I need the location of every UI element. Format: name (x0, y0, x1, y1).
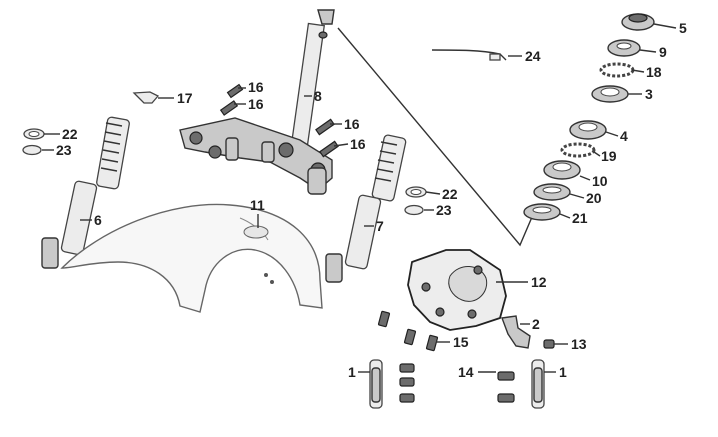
cable-part-24 (431, 49, 507, 61)
callout-20: 20 (586, 190, 602, 206)
callout-7: 7 (376, 218, 384, 234)
assembly-guide-line (337, 27, 536, 247)
callout-19: 19 (601, 148, 617, 164)
race-part-20 (533, 183, 571, 201)
front-fender-part (60, 203, 323, 313)
leader-lines (42, 23, 677, 373)
seal-22-right (405, 186, 427, 198)
callout-22-right: 22 (442, 186, 458, 202)
callout-9: 9 (659, 44, 667, 60)
bolt-16-a (226, 83, 244, 99)
callout-21: 21 (572, 210, 588, 226)
callout-24: 24 (525, 48, 541, 64)
callout-15: 15 (453, 334, 469, 350)
callout-23-right: 23 (436, 202, 452, 218)
callout-23-left: 23 (56, 142, 72, 158)
bracket-part-2 (501, 315, 531, 349)
bolt-16-c (315, 118, 335, 136)
seal-part-21 (523, 203, 561, 221)
nut-part-5 (621, 13, 655, 31)
seal-22-left (23, 128, 45, 140)
bolt-15-b (403, 328, 417, 346)
right-fork-leg-part (325, 134, 407, 283)
callout-1-right: 1 (559, 364, 567, 380)
callout-4: 4 (620, 128, 628, 144)
callout-16-d: 16 (350, 136, 366, 152)
callout-11: 11 (250, 197, 265, 213)
seal-23-left (22, 144, 42, 156)
race-part-10 (543, 160, 581, 180)
clip-part-17 (132, 91, 160, 104)
callout-12: 12 (531, 274, 547, 290)
callout-10: 10 (592, 173, 608, 189)
callout-13: 13 (571, 336, 587, 352)
bolt-16-d (319, 140, 339, 158)
callout-2: 2 (532, 316, 540, 332)
callout-6: 6 (94, 212, 102, 228)
ball-bearing-part-18 (599, 62, 635, 78)
callout-3: 3 (645, 86, 653, 102)
callout-16-a: 16 (248, 79, 264, 95)
bolt-15-a (377, 310, 391, 328)
callout-22-left: 22 (62, 126, 78, 142)
callout-8: 8 (314, 88, 322, 104)
steering-stem-part (179, 9, 335, 195)
tube-part-1-right (531, 359, 545, 409)
callout-5: 5 (679, 20, 687, 36)
callout-16-c: 16 (344, 116, 360, 132)
callout-17: 17 (177, 90, 193, 106)
bolt-14-group (399, 363, 515, 403)
bolt-13 (543, 339, 555, 349)
bolt-16-b (219, 100, 239, 116)
callout-16-b: 16 (248, 96, 264, 112)
cover-part-12 (407, 249, 507, 331)
race-part-3 (591, 85, 629, 103)
callout-18: 18 (646, 64, 662, 80)
ball-bearing-part-19 (560, 142, 596, 158)
callout-1-left: 1 (348, 364, 356, 380)
tube-part-1-left (369, 359, 383, 409)
bolt-15-c (425, 334, 439, 352)
seal-23-right (404, 204, 424, 216)
race-part-4 (569, 120, 607, 140)
washer-part-9 (607, 39, 641, 57)
callout-14: 14 (458, 364, 474, 380)
